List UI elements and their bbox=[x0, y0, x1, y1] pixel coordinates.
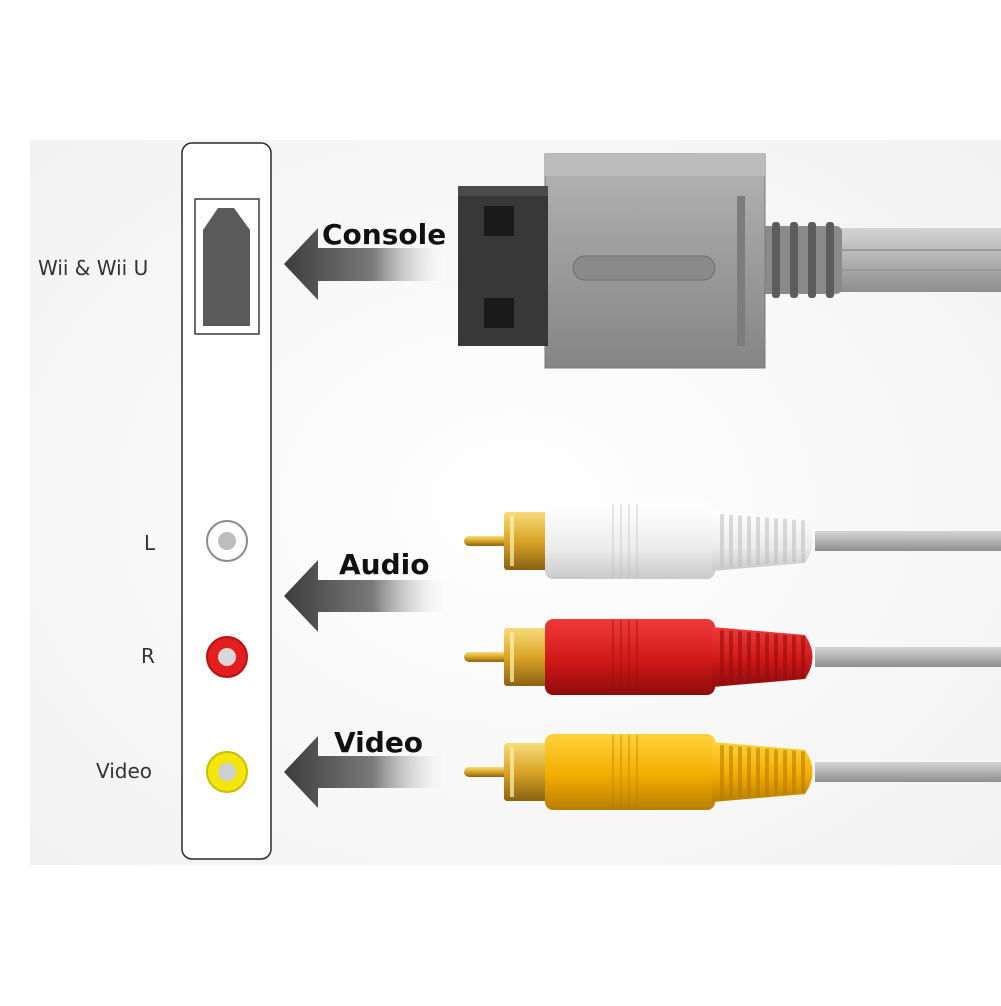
audio-left-jack-icon bbox=[206, 520, 248, 562]
audio-arrow-icon bbox=[284, 560, 446, 632]
right-audio-port-label: R bbox=[141, 644, 155, 668]
audio-arrow-label: Audio bbox=[339, 548, 429, 581]
audio-right-jack-icon bbox=[206, 636, 248, 678]
console-port-icon bbox=[194, 198, 260, 335]
video-port-label: Video bbox=[96, 759, 152, 783]
left-audio-port-label: L bbox=[144, 531, 156, 555]
console-plug-icon bbox=[458, 153, 1001, 369]
video-arrow-icon bbox=[284, 736, 446, 808]
yellow-rca-plug-icon bbox=[464, 734, 1001, 810]
console-port-label: Wii & Wii U bbox=[38, 256, 148, 280]
red-rca-plug-icon bbox=[464, 619, 1001, 695]
video-jack-icon bbox=[206, 751, 248, 793]
console-arrow-icon bbox=[284, 228, 446, 300]
video-arrow-label: Video bbox=[334, 726, 423, 759]
console-arrow-label: Console bbox=[322, 218, 446, 251]
white-rca-plug-icon bbox=[464, 503, 1001, 579]
